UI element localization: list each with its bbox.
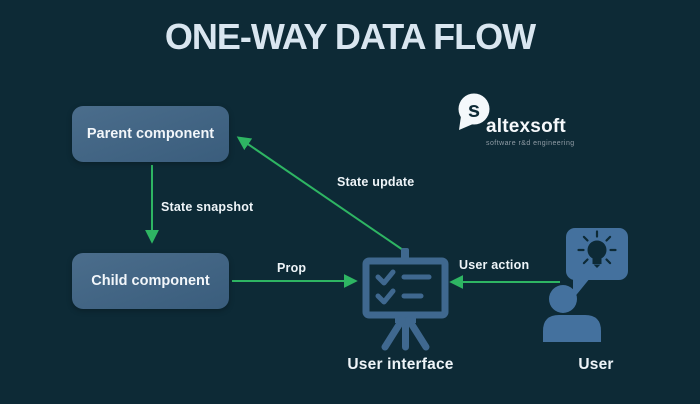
logo-mark-letter: s: [468, 97, 480, 122]
checkmark-icon: [375, 288, 396, 305]
board-frame: [362, 257, 449, 319]
person-with-idea-bubble-icon: [543, 228, 628, 342]
caption-user-interface: User interface: [347, 356, 454, 373]
altexsoft-logo-text: altexsoft software r&d engineering: [486, 117, 606, 147]
logo-tagline: software r&d engineering: [486, 140, 575, 147]
label-state-update: State update: [337, 175, 415, 189]
altexsoft-logo-icon: s: [458, 93, 490, 130]
arrow-state-update: [236, 136, 404, 251]
node-parent-component: Parent component: [72, 106, 229, 162]
board-leg: [405, 316, 430, 351]
lightbulb-icon: [577, 230, 617, 268]
caption-user: User: [578, 356, 614, 373]
node-label: Child component: [91, 273, 210, 289]
person-icon: [543, 285, 601, 342]
presentation-board-icon: [362, 248, 449, 351]
board-leg: [381, 316, 406, 351]
label-state-snapshot: State snapshot: [161, 200, 254, 214]
node-child-component: Child component: [72, 253, 229, 309]
node-label: Parent component: [86, 126, 215, 142]
label-prop: Prop: [277, 261, 307, 275]
logo-name: altexsoft: [486, 116, 566, 137]
label-user-action: User action: [459, 258, 530, 272]
diagram-title: ONE-WAY DATA FLOW: [164, 16, 536, 57]
checkmark-icon: [375, 269, 396, 286]
